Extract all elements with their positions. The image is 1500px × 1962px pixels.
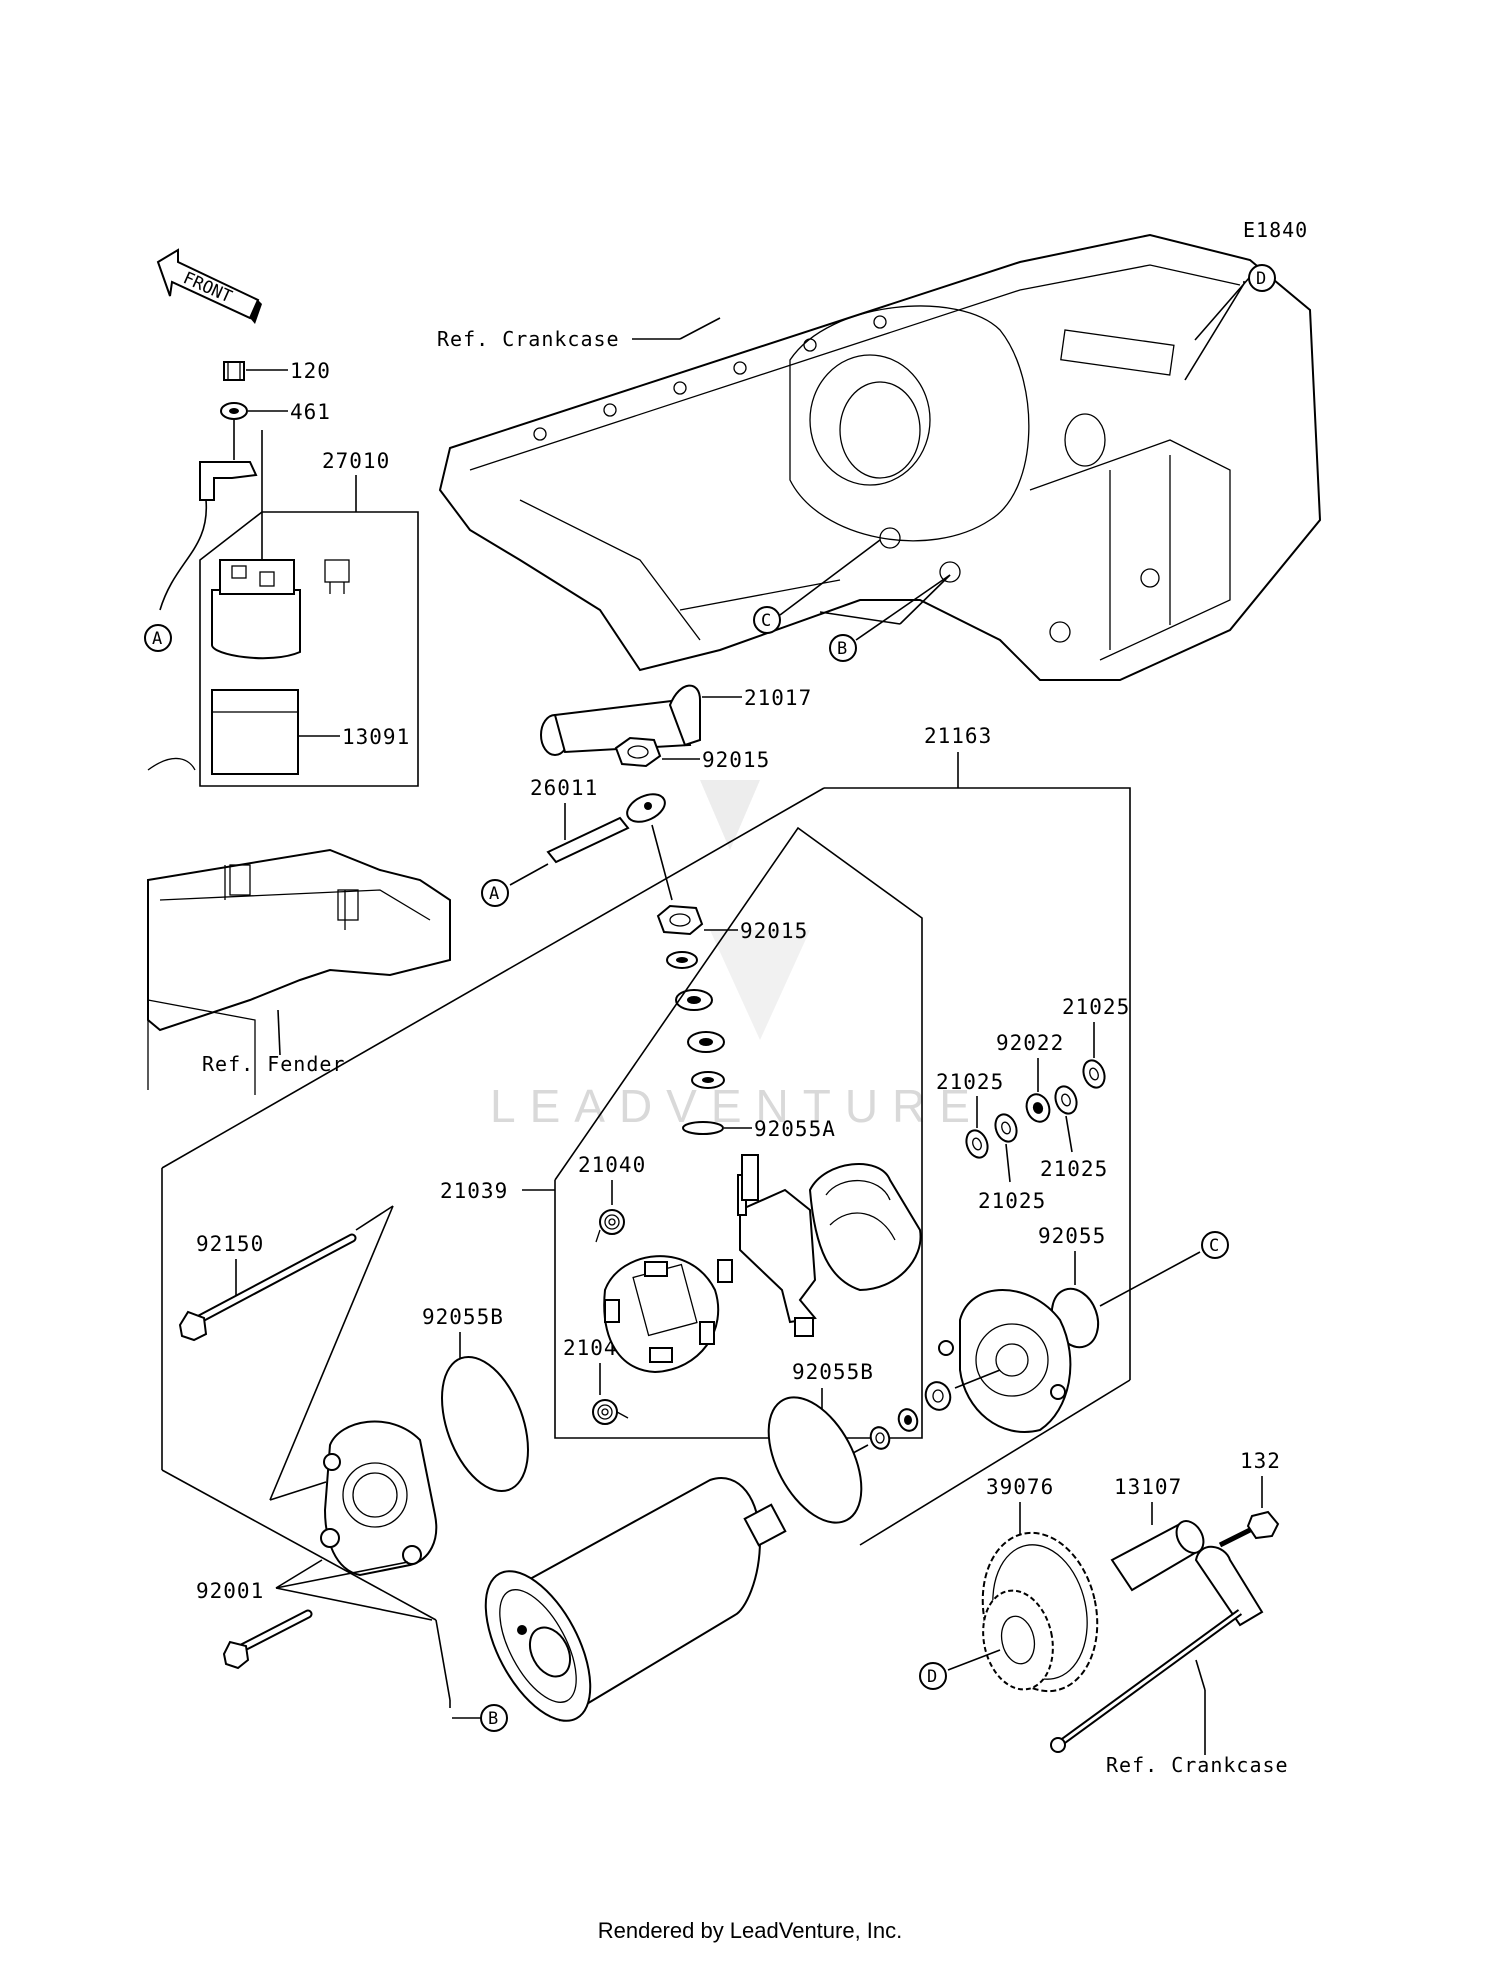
- part-461: 461: [290, 400, 331, 424]
- diagram-code: E1840: [1243, 218, 1308, 242]
- long-bolt-92150-icon: [178, 1233, 357, 1342]
- part-132: 132: [1240, 1449, 1281, 1473]
- part-27010: 27010: [322, 449, 390, 473]
- part-13091: 13091: [342, 725, 410, 749]
- nut-92015-mid-icon: [656, 904, 704, 936]
- watermark-logo: [700, 780, 810, 1040]
- part-92015-mid: 92015: [740, 919, 808, 943]
- spring-21040-bottom-icon: [592, 1399, 629, 1425]
- callout-a-center: [481, 879, 509, 907]
- callout-c-top-label: C: [761, 611, 771, 631]
- part-21163: 21163: [924, 724, 992, 748]
- callout-a-left: [144, 624, 172, 652]
- part-92055b-right: 92055B: [792, 1360, 874, 1384]
- bolt-120-icon: [223, 361, 245, 381]
- part-92015-top: 92015: [702, 748, 770, 772]
- part-26011: 26011: [530, 776, 598, 800]
- part-39076: 39076: [986, 1475, 1054, 1499]
- part-21025-top: 21025: [1062, 995, 1130, 1019]
- callout-c-right-label: C: [1209, 1236, 1219, 1256]
- o-ring-92055a-icon: [682, 1121, 724, 1135]
- fender-illustration: [147, 757, 451, 1095]
- part-92055a: 92055A: [754, 1117, 836, 1141]
- part-21025-bottom: 21025: [978, 1189, 1046, 1213]
- callout-a-left-label: A: [152, 629, 162, 649]
- part-92150: 92150: [196, 1232, 264, 1256]
- callout-d-bottom: [919, 1662, 947, 1690]
- callout-b-bottom-label: B: [488, 1709, 498, 1729]
- callout-d-top-label: D: [1256, 269, 1266, 289]
- footer-credit: Rendered by LeadVenture, Inc.: [597, 1918, 903, 1943]
- part-13107: 13107: [1114, 1475, 1182, 1499]
- callout-d-bottom-label: D: [927, 1667, 937, 1687]
- callout-c-right: [1201, 1231, 1229, 1259]
- part-21039: 21039: [440, 1179, 508, 1203]
- end-cover-right-icon: [938, 1289, 1072, 1433]
- part-120: 120: [290, 359, 331, 383]
- nut-92015-top-icon: [614, 736, 662, 768]
- cable-26011-icon: [546, 793, 666, 864]
- part-21025-right: 21025: [1040, 1157, 1108, 1181]
- callout-c-top: [753, 606, 781, 634]
- ref-crankcase-bottom: Ref. Crankcase: [1106, 1753, 1289, 1777]
- brush-lead-icon: [717, 1154, 817, 1337]
- part-92001: 92001: [196, 1579, 264, 1603]
- ref-fender: Ref. Fender: [202, 1052, 345, 1076]
- magnet-sleeve-icon: [808, 1163, 922, 1292]
- ref-crankcase-top: Ref. Crankcase: [437, 327, 620, 351]
- brush-plate-icon: [603, 1255, 720, 1374]
- washer-21025-2-icon: [1054, 1085, 1078, 1115]
- washer-461-icon: [220, 402, 248, 420]
- washer-21025-4-icon: [965, 1129, 989, 1159]
- front-label: FRONT: [180, 268, 235, 307]
- washer-92022-icon: [1025, 1093, 1051, 1123]
- bolt-92001-icon: [222, 1609, 313, 1670]
- relay-cover-13091-icon: [211, 689, 299, 775]
- starter-motor-body-icon: [484, 1477, 787, 1722]
- washer-21025-3-icon: [994, 1113, 1018, 1143]
- idler-gear-39076-icon: [981, 1531, 1099, 1693]
- callout-b-top: [829, 634, 857, 662]
- washer-stack-icon: [666, 951, 725, 1089]
- collar-13107-icon: [1110, 1520, 1205, 1592]
- callout-b-top-label: B: [837, 639, 847, 659]
- part-92022: 92022: [996, 1031, 1064, 1055]
- wire-bracket-icon: [159, 461, 258, 611]
- watermark-text: LEADVENTURE: [490, 1080, 984, 1132]
- spring-21040-top-icon: [595, 1209, 625, 1243]
- end-cover-left-icon: [320, 1420, 438, 1577]
- starter-relay-icon: [211, 559, 350, 660]
- front-arrow-icon: FRONT: [156, 248, 262, 324]
- part-92055: 92055: [1038, 1224, 1106, 1248]
- terminal-boot-21017-icon: [540, 684, 701, 756]
- o-ring-92055b-right-icon: [767, 1396, 863, 1524]
- part-21017: 21017: [744, 686, 812, 710]
- part-21040-top: 21040: [578, 1153, 646, 1177]
- shaft-bracket-icon: [1050, 1545, 1264, 1753]
- o-ring-92055b-left-icon: [441, 1355, 529, 1493]
- part-92055b-left: 92055B: [422, 1305, 504, 1329]
- part-21025-left: 21025: [936, 1070, 1004, 1094]
- bolt-132-icon: [1218, 1510, 1280, 1548]
- washer-21025-1-icon: [1082, 1059, 1106, 1089]
- shaft-washers-icon: [869, 1381, 952, 1450]
- crankcase-illustration: [438, 233, 1322, 681]
- callout-a-center-label: A: [489, 884, 499, 904]
